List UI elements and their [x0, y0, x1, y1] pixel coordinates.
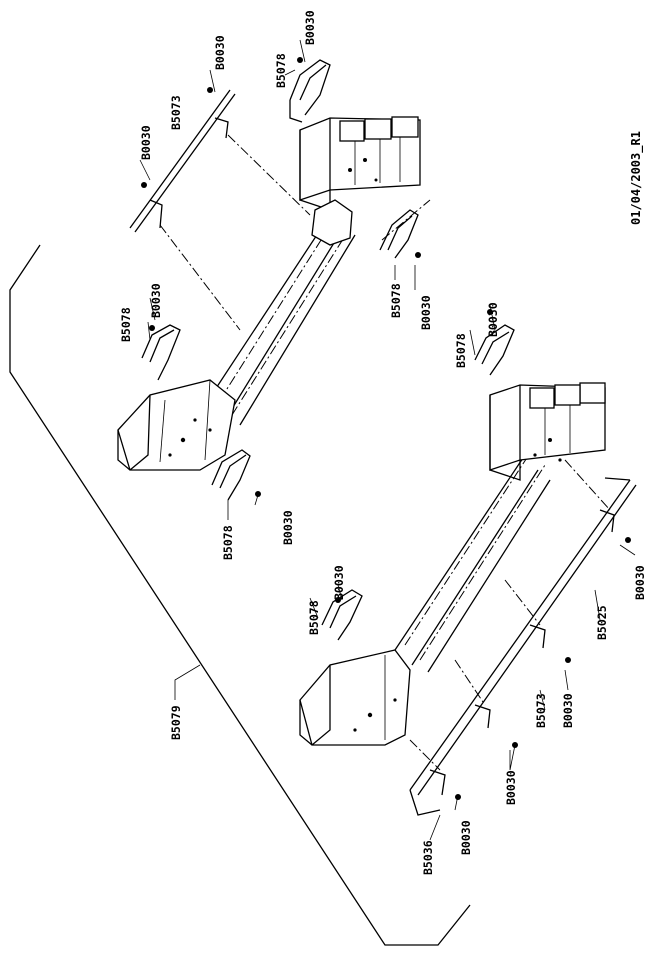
upper-frame: [117, 59, 431, 501]
label-b0030-h: B0030: [486, 302, 500, 337]
u-bolt-upper-left: [141, 324, 181, 381]
fastener-dot: [415, 252, 421, 258]
fastener-dot: [487, 309, 493, 315]
label-b5073-b: B5073: [534, 693, 548, 728]
label-b5078-a: B5078: [274, 53, 288, 88]
label-b5073-a: B5073: [169, 95, 183, 130]
u-bolt-upper-right: [289, 59, 331, 123]
label-b0030-c: B0030: [303, 10, 317, 45]
u-bolt-lower-right: [474, 324, 515, 376]
u-bolt-front-left: [211, 449, 251, 501]
fastener-dot: [297, 57, 303, 63]
fastener-dot: [141, 182, 147, 188]
label-b5078-f: B5078: [454, 333, 468, 368]
fastener-dot: [455, 794, 461, 800]
label-b0030-l: B0030: [633, 565, 647, 600]
outline-b5079: [9, 244, 471, 946]
label-b0030-e: B0030: [149, 283, 163, 318]
fastener-dot: [149, 325, 155, 331]
lower-frame: [299, 324, 637, 816]
part-labels: B0030 B5073 B0030 B5078 B0030 B5078 B003…: [119, 10, 647, 875]
fastener-dot: [207, 87, 213, 93]
fastener-dot: [625, 537, 631, 543]
label-b5078-b: B5078: [389, 283, 403, 318]
fastener-dot: [565, 657, 571, 663]
fastener-dots: [141, 57, 631, 800]
fastener-dot: [255, 491, 261, 497]
label-b0030-i: B0030: [459, 820, 473, 855]
label-b0030-f: B0030: [281, 510, 295, 545]
label-b5036: B5036: [421, 840, 435, 875]
leader-lines: [139, 39, 636, 841]
label-b5079: B5079: [169, 705, 183, 740]
label-b0030-g: B0030: [332, 565, 346, 600]
u-bolt-upper-mid: [379, 209, 419, 259]
label-b0030-k: B0030: [561, 693, 575, 728]
label-b0030-j: B0030: [504, 770, 518, 805]
label-b0030-d: B0030: [419, 295, 433, 330]
label-b5078-e: B5078: [307, 600, 321, 635]
label-b5078-d: B5078: [221, 525, 235, 560]
fastener-dot: [512, 742, 518, 748]
label-b5078-c: B5078: [119, 307, 133, 342]
drawing-id: 01/04/2003_R1: [629, 131, 644, 225]
u-bolt-lower-left: [321, 589, 363, 641]
fastener-dot: [335, 597, 341, 603]
label-b0030-b: B0030: [139, 125, 153, 160]
label-b5025: B5025: [595, 605, 609, 640]
label-b0030-a: B0030: [213, 35, 227, 70]
